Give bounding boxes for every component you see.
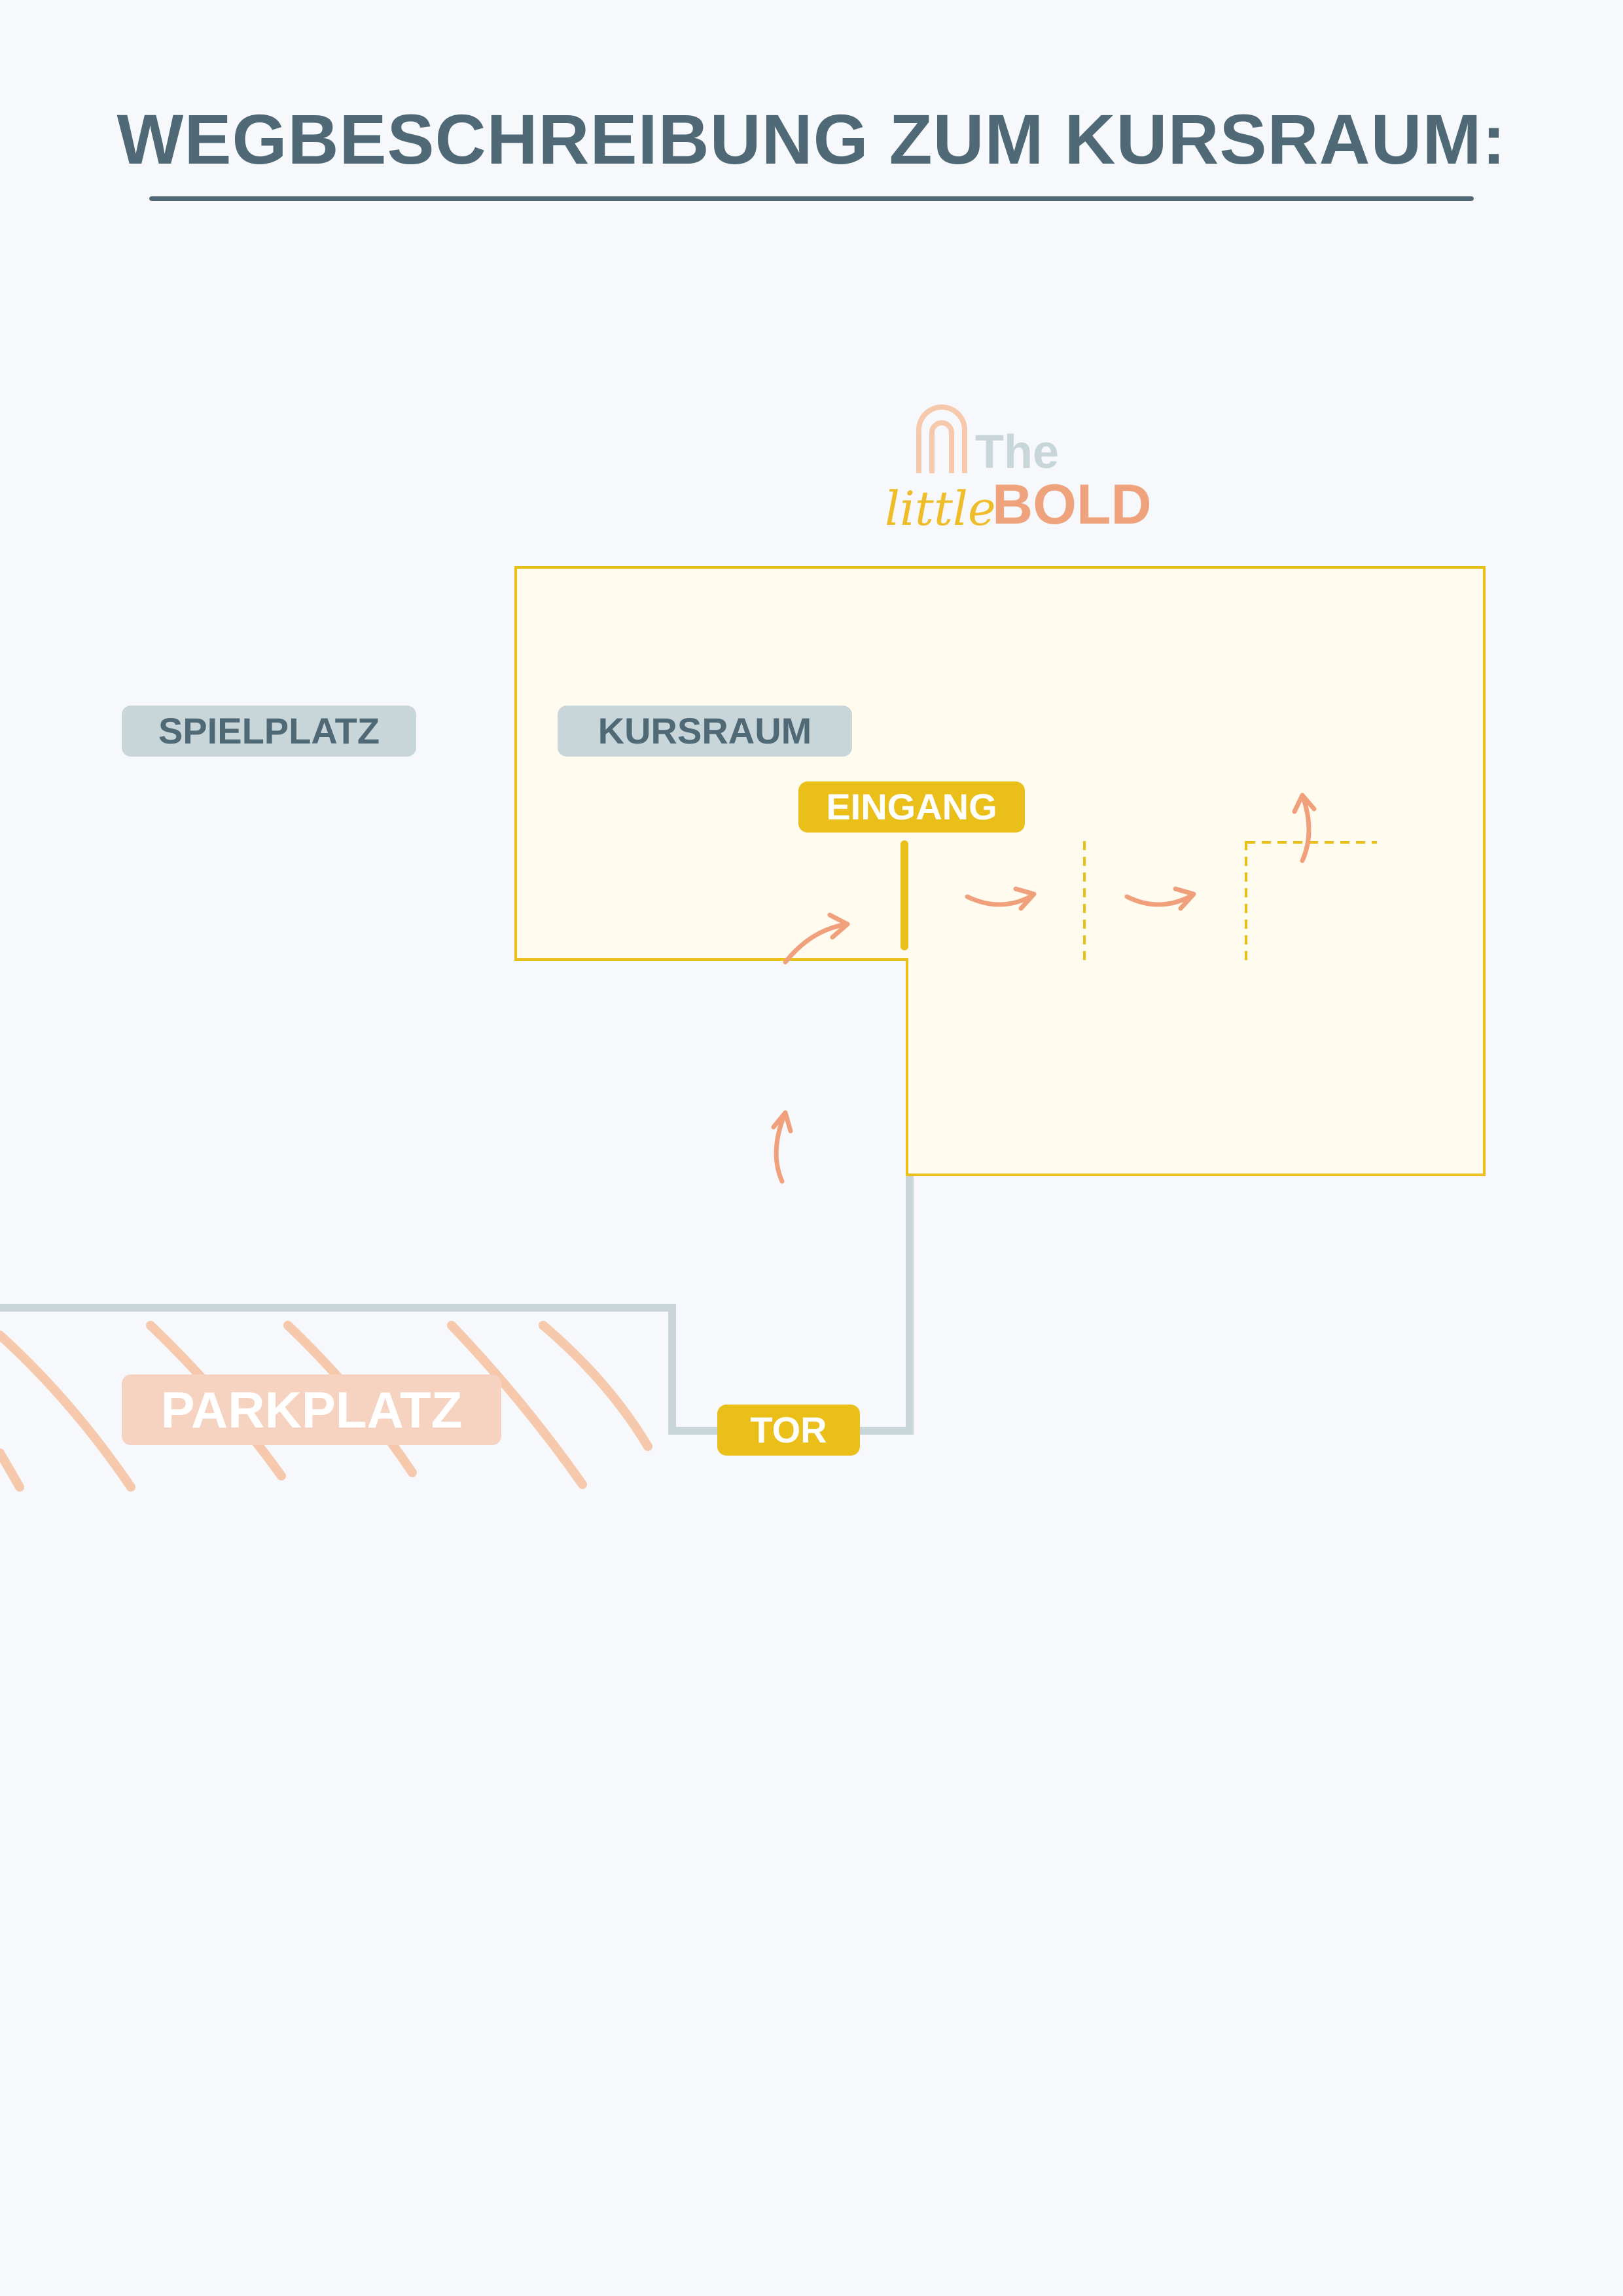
- direction-arrows: [771, 793, 1317, 1184]
- logo-the: The: [975, 426, 1060, 478]
- inner-doors: [1083, 841, 1377, 962]
- arch-icon: [916, 404, 967, 473]
- label-eingang: EINGANG: [798, 781, 1025, 833]
- arrow-4: [1124, 893, 1195, 907]
- arrow-2: [783, 922, 850, 965]
- arrow-1: [774, 1110, 788, 1184]
- logo-bold: BOLD: [992, 473, 1152, 536]
- building-outline: [514, 566, 1486, 1176]
- logo-little: little: [885, 481, 996, 536]
- page-title: WEGBESCHREIBUNG ZUM KURSRAUM:: [116, 99, 1507, 179]
- label-tor: TOR: [717, 1405, 860, 1456]
- label-spielplatz: SPIELPLATZ: [122, 706, 416, 757]
- parking-hatch: [0, 1321, 652, 1492]
- label-parkplatz: PARKPLATZ: [122, 1374, 501, 1445]
- arrow-5: [1300, 793, 1311, 863]
- label-kursraum: KURSRAUM: [558, 706, 852, 757]
- title-underline: [149, 196, 1474, 201]
- arrow-3: [965, 893, 1035, 907]
- fence-line: [0, 1175, 914, 1435]
- brand-logo: The little BOLD: [877, 393, 1152, 543]
